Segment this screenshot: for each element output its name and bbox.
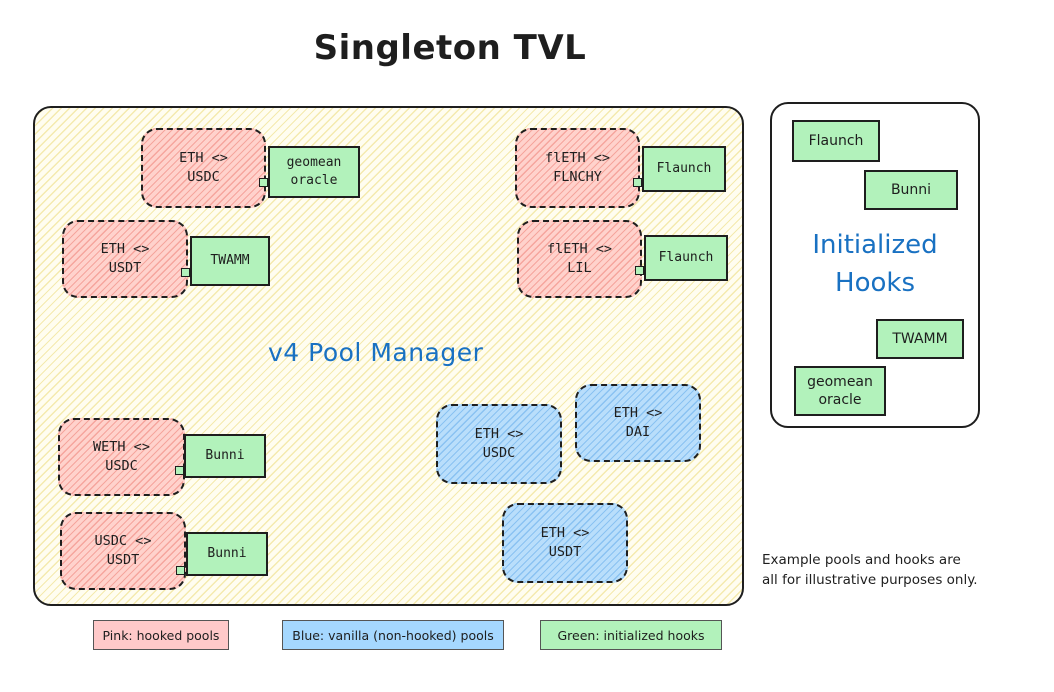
hook-anchor xyxy=(633,178,642,187)
hooked-pool-fleth-flnchy: flETH <> FLNCHY xyxy=(515,128,640,208)
hooked-pool-fleth-lil: flETH <> LIL xyxy=(517,220,642,298)
hook-geomean-oracle: geomean oracle xyxy=(268,146,360,198)
hooked-pool-eth-usdc: ETH <> USDC xyxy=(141,128,266,208)
initialized-hook-twamm: TWAMM xyxy=(876,319,964,359)
pool-manager-label: v4 Pool Manager xyxy=(268,338,484,367)
page-title: Singleton TVL xyxy=(313,28,587,68)
initialized-hook-flaunch: Flaunch xyxy=(792,120,880,162)
hook-anchor xyxy=(176,566,185,575)
hook-anchor xyxy=(259,178,268,187)
hook-flaunch: Flaunch xyxy=(642,146,726,192)
initialized-hook-bunni: Bunni xyxy=(864,170,958,210)
hook-anchor xyxy=(175,466,184,475)
vanilla-pool-eth-usdc: ETH <> USDC xyxy=(436,404,562,484)
disclaimer-note: Example pools and hooks are all for illu… xyxy=(762,552,978,588)
vanilla-pool-eth-dai: ETH <> DAI xyxy=(575,384,701,462)
hook-flaunch: Flaunch xyxy=(644,235,728,281)
hook-anchor xyxy=(181,268,190,277)
vanilla-pool-eth-usdt: ETH <> USDT xyxy=(502,503,628,583)
legend-initialized-hooks: Green: initialized hooks xyxy=(540,620,722,650)
hooked-pool-usdc-usdt: USDC <> USDT xyxy=(60,512,186,590)
hook-twamm: TWAMM xyxy=(190,236,270,286)
hook-bunni: Bunni xyxy=(186,532,268,576)
hook-anchor xyxy=(635,266,644,275)
legend-vanilla-pools: Blue: vanilla (non-hooked) pools xyxy=(282,620,504,650)
hooked-pool-eth-usdt: ETH <> USDT xyxy=(62,220,188,298)
legend-hooked-pools: Pink: hooked pools xyxy=(93,620,229,650)
hook-bunni: Bunni xyxy=(184,434,266,478)
hooked-pool-weth-usdc: WETH <> USDC xyxy=(58,418,185,496)
initialized-hooks-label: Initialized Hooks xyxy=(812,230,938,298)
initialized-hook-geomean-oracle: geomean oracle xyxy=(794,366,886,416)
